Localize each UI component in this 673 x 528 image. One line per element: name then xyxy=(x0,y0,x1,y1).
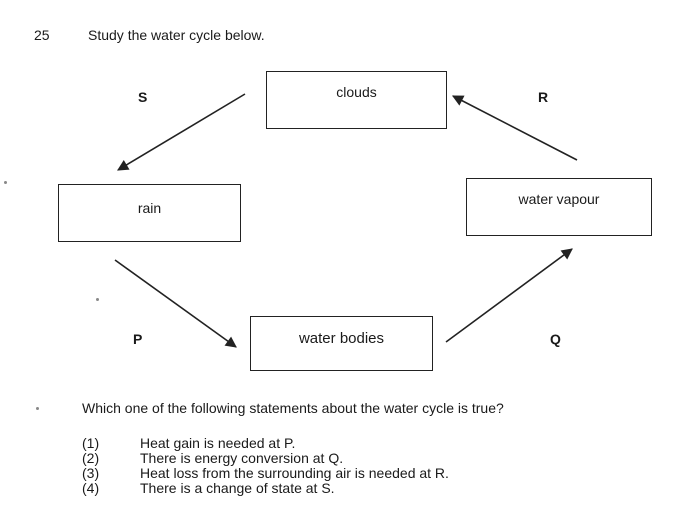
option-4[interactable]: (4) There is a change of state at S. xyxy=(82,481,449,496)
scan-speck xyxy=(4,181,7,184)
option-1[interactable]: (1) Heat gain is needed at P. xyxy=(82,436,449,451)
clouds-box: clouds xyxy=(266,71,447,129)
option-number: (2) xyxy=(82,450,100,466)
option-text: Heat gain is needed at P. xyxy=(140,435,296,451)
question-prompt: Which one of the following statements ab… xyxy=(82,400,504,416)
option-3[interactable]: (3) Heat loss from the surrounding air i… xyxy=(82,466,449,481)
rain-box: rain xyxy=(58,184,241,242)
clouds-label: clouds xyxy=(336,84,377,100)
arrow-p xyxy=(114,259,237,348)
question-stem: Study the water cycle below. xyxy=(88,27,265,43)
option-text: There is energy conversion at Q. xyxy=(140,450,344,466)
water-bodies-label: water bodies xyxy=(298,330,385,347)
option-text: Heat loss from the surrounding air is ne… xyxy=(140,465,449,481)
arrow-s xyxy=(117,93,246,171)
arrow-q xyxy=(445,248,573,343)
arrow-label-p: P xyxy=(133,331,143,347)
option-number: (3) xyxy=(82,465,100,481)
arrow-r xyxy=(452,95,578,161)
arrow-label-s: S xyxy=(138,89,148,105)
answer-options: (1) Heat gain is needed at P. (2) There … xyxy=(82,436,449,496)
question-number: 25 xyxy=(34,27,50,43)
option-2[interactable]: (2) There is energy conversion at Q. xyxy=(82,451,449,466)
water-vapour-label: water vapour xyxy=(518,191,600,207)
arrow-label-q: Q xyxy=(550,331,561,347)
option-text: There is a change of state at S. xyxy=(140,480,335,496)
scan-speck xyxy=(36,407,39,410)
water-vapour-box: water vapour xyxy=(466,178,652,236)
option-number: (4) xyxy=(82,480,100,496)
scan-speck xyxy=(96,298,99,301)
rain-label: rain xyxy=(137,200,162,216)
arrow-label-r: R xyxy=(538,89,549,105)
option-number: (1) xyxy=(82,435,100,451)
water-bodies-box: water bodies xyxy=(250,316,433,371)
